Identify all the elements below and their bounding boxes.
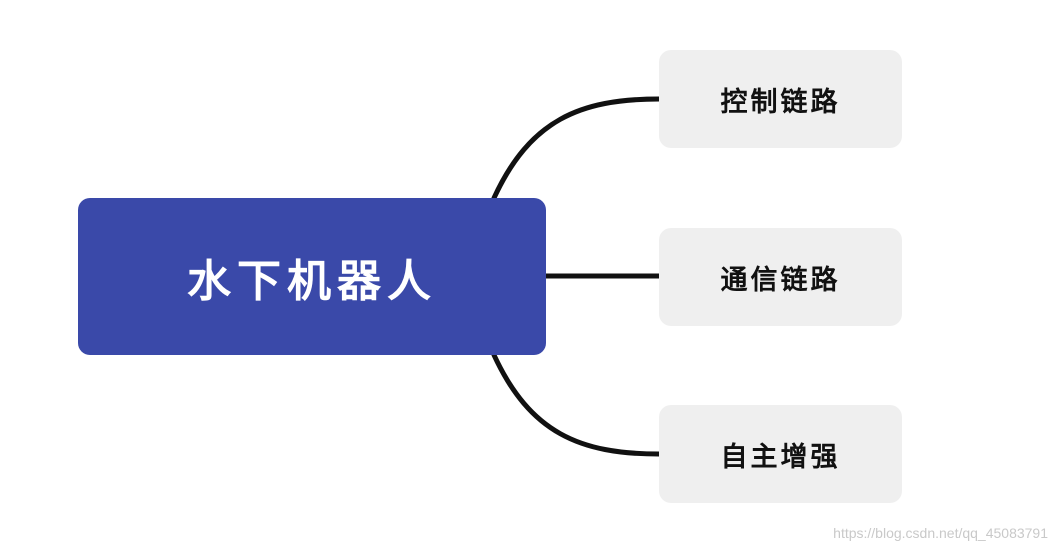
child-node-control-link[interactable]: 控制链路 (659, 50, 902, 148)
root-node[interactable]: 水下机器人 (78, 198, 546, 355)
child-label: 通信链路 (720, 264, 841, 296)
child-node-autonomy-enhancement[interactable]: 自主增强 (659, 405, 902, 503)
root-label: 水下机器人 (187, 255, 437, 307)
connector-top (491, 96, 662, 201)
watermark-text: https://blog.csdn.net/qq_45083791 (833, 525, 1048, 541)
child-label: 自主增强 (720, 441, 841, 473)
child-node-communication-link[interactable]: 通信链路 (659, 228, 902, 326)
child-label: 控制链路 (720, 86, 841, 118)
connector-bottom (491, 352, 662, 457)
